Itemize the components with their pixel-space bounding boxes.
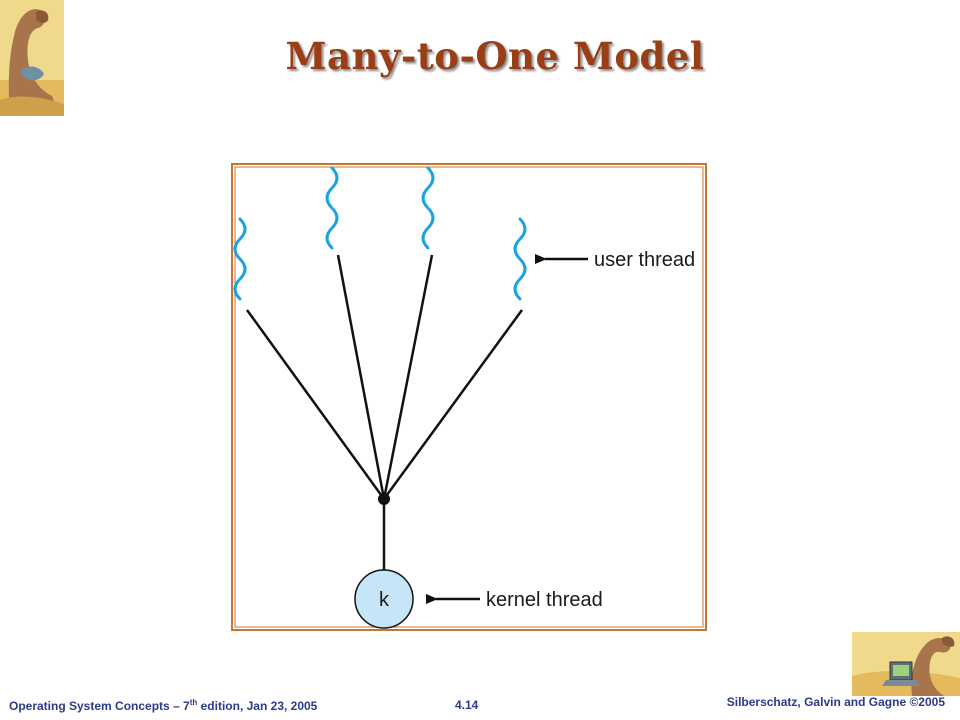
kernel-thread-node xyxy=(354,569,414,629)
kernel-thread-label: kernel thread xyxy=(486,589,603,611)
diagram-frame xyxy=(231,163,707,631)
connector-line-2 xyxy=(336,254,386,500)
user-thread-4 xyxy=(513,217,527,301)
connector-line-1 xyxy=(245,309,386,500)
user-thread-label: user thread xyxy=(594,249,695,271)
footer-course-sup: th xyxy=(189,698,198,707)
dinosaur-logo-top xyxy=(0,0,64,116)
footer-copyright: Silberschatz, Galvin and Gagne ©2005 xyxy=(726,695,945,709)
user-thread-2 xyxy=(325,166,339,250)
diagram-frame-inner xyxy=(234,166,704,628)
connector-line-3 xyxy=(382,254,434,500)
footer-page-number: 4.14 xyxy=(455,698,479,712)
slide-title: Many-to-One Model xyxy=(285,34,705,78)
dinosaur-logo-bottom xyxy=(852,632,960,696)
footer-course-prefix: Operating System Concepts – 7 xyxy=(9,699,190,713)
footer-course-info: Operating System Concepts – 7th edition,… xyxy=(9,698,317,713)
connector-line-4 xyxy=(382,309,524,500)
footer-course-suffix: edition, Jan 23, 2005 xyxy=(197,699,318,713)
user-thread-3 xyxy=(421,166,435,250)
user-thread-1 xyxy=(233,217,247,301)
kernel-node-label: k xyxy=(379,589,390,611)
